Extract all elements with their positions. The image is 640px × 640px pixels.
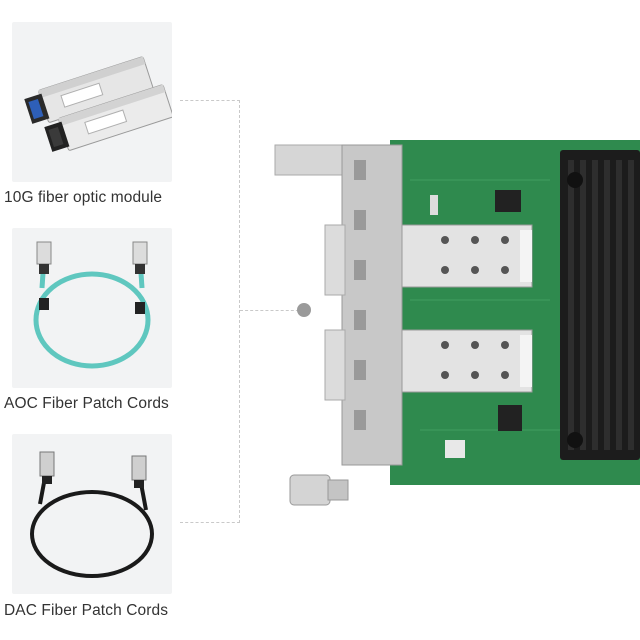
sfp-module-caption: 10G fiber optic module — [4, 189, 163, 206]
connector-bracket-line — [180, 100, 240, 523]
dac-cable-tile — [12, 434, 172, 594]
aoc-cable-caption: AOC Fiber Patch Cords — [4, 395, 169, 412]
network-card-image — [274, 140, 640, 506]
network-card — [270, 140, 640, 520]
dac-cable-caption: DAC Fiber Patch Cords — [4, 602, 169, 619]
aoc-cable-icon — [33, 241, 151, 369]
connector-dot — [297, 303, 311, 317]
dac-cable-icon — [30, 451, 154, 578]
aoc-cable-tile — [12, 228, 172, 388]
connector-line — [240, 310, 304, 311]
sfp-module-icon — [24, 56, 172, 152]
sfp-module-tile — [12, 22, 172, 182]
